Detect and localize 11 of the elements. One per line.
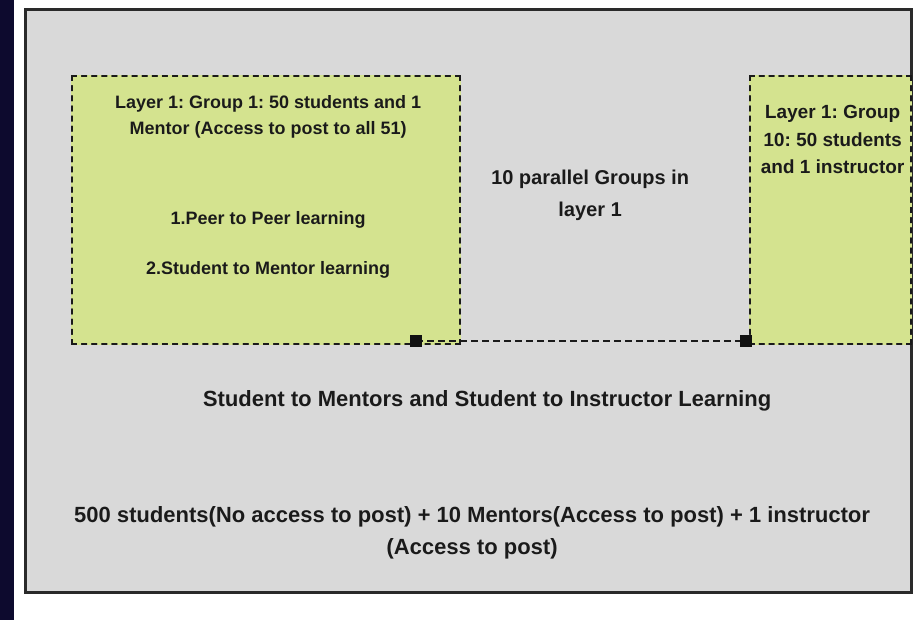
group-box (71, 75, 461, 345)
connector-line (410, 335, 752, 347)
group-text: Student to Mentors and Student to Instructor Learning (202, 385, 772, 413)
group-text: 2.Student to Mentor learning (144, 257, 391, 280)
group-heading: Layer 1: Group 1: 50 students and 1 Mentor (Access to post to all 51) (114, 91, 422, 140)
group-box (749, 75, 912, 345)
outer-panel (24, 8, 913, 594)
group-text: 1.Peer to Peer learning (169, 207, 367, 230)
note-text: 10 parallel Groups in layer 1 (490, 166, 690, 223)
group-text: 500 students(No access to post) + 10 Mentors(Access to post) + 1 instructor (Access to post) (73, 501, 871, 561)
group-heading: Layer 1: Group 10: 50 students and 1 instructor (760, 101, 906, 180)
